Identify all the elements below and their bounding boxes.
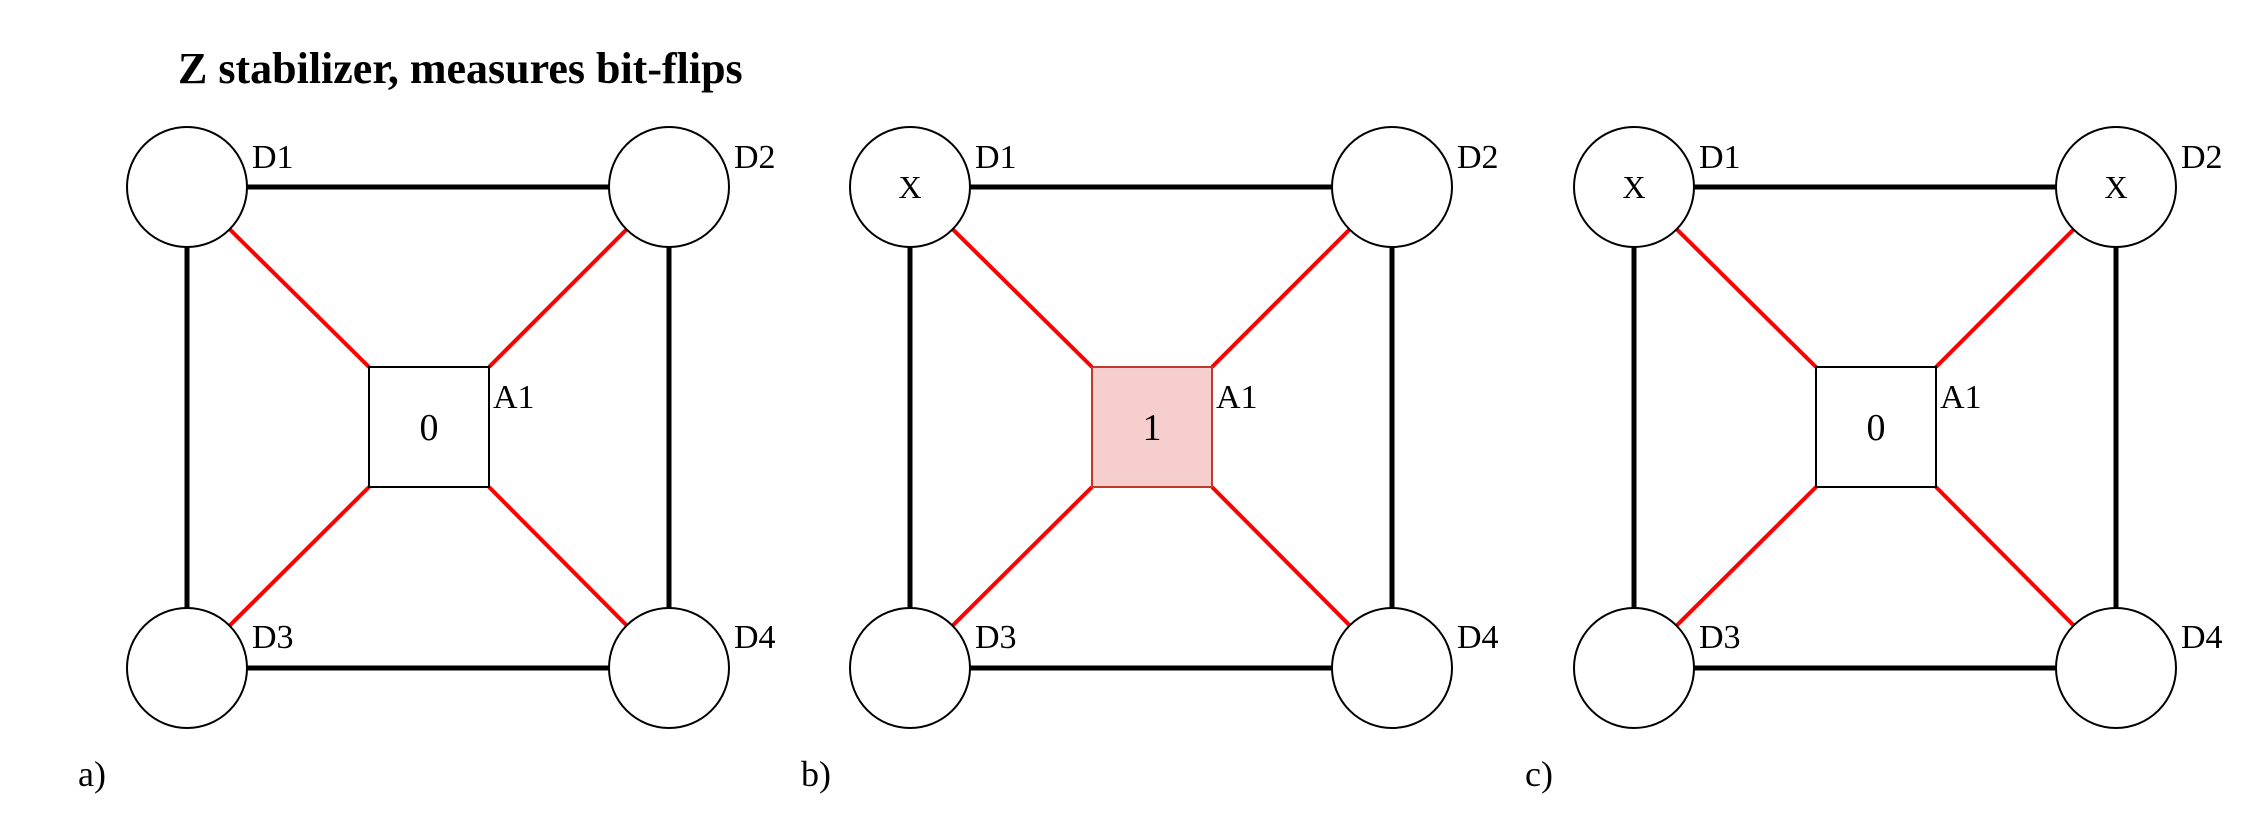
data-qubit-d1: [126, 126, 248, 248]
qubit-label-d3: D3: [252, 619, 294, 656]
ancilla-label: A1: [1940, 379, 1982, 416]
data-qubit-d1: [1573, 126, 1695, 248]
data-qubit-d2: [2055, 126, 2177, 248]
qubit-label-d3: D3: [975, 619, 1017, 656]
qubit-label-d2: D2: [734, 139, 776, 176]
data-qubit-d4: [2055, 607, 2177, 729]
data-qubit-d2: [608, 126, 730, 248]
data-qubit-d2: [1331, 126, 1453, 248]
panel-label: b): [801, 754, 831, 794]
ancilla-qubit: [1815, 366, 1937, 488]
qubit-label-d1: D1: [1699, 139, 1741, 176]
qubit-label-d1: D1: [252, 139, 294, 176]
data-qubit-d3: [126, 607, 248, 729]
data-qubit-d3: [849, 607, 971, 729]
data-qubit-d3: [1573, 607, 1695, 729]
ancilla-value: 0: [1867, 407, 1886, 449]
diagram-title: Z stabilizer, measures bit-flips: [178, 44, 743, 93]
qubit-label-d1: D1: [975, 139, 1017, 176]
qubit-label-d3: D3: [1699, 619, 1741, 656]
qubit-label-d2: D2: [1457, 139, 1499, 176]
ancilla-label: A1: [493, 379, 535, 416]
data-qubit-d4: [608, 607, 730, 729]
data-qubit-d4: [1331, 607, 1453, 729]
ancilla-value: 1: [1143, 407, 1162, 449]
ancilla-qubit: [1091, 366, 1213, 488]
ancilla-qubit: [368, 366, 490, 488]
panel-label: a): [78, 754, 106, 794]
qubit-label-d4: D4: [2181, 619, 2223, 656]
qubit-label-d4: D4: [734, 619, 776, 656]
ancilla-value: 0: [420, 407, 439, 449]
qubit-label-d4: D4: [1457, 619, 1499, 656]
data-qubit-d1: [849, 126, 971, 248]
panel-label: c): [1525, 754, 1553, 794]
error-mark: X: [1622, 169, 1645, 205]
error-mark: X: [898, 169, 921, 205]
ancilla-label: A1: [1216, 379, 1258, 416]
qubit-label-d2: D2: [2181, 139, 2223, 176]
error-mark: X: [2104, 169, 2127, 205]
